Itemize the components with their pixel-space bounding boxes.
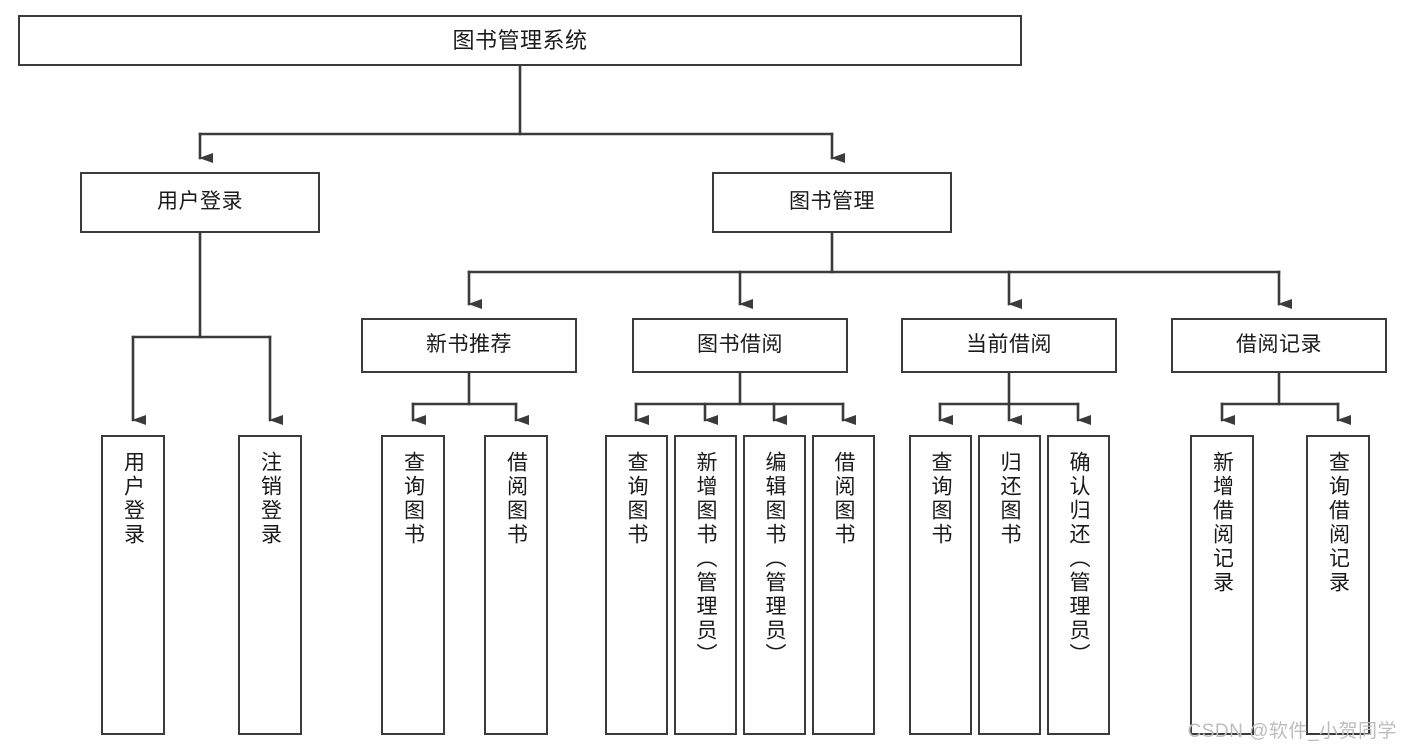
node-leaf-return-book[interactable]: 归还图书 [978, 435, 1041, 735]
csdn-watermark: CSDN @软件_小贺同学 [1187, 721, 1397, 742]
node-user-login-label: 用户登录 [157, 190, 243, 214]
node-new-book-recommend-label: 新书推荐 [426, 333, 512, 357]
node-leaf-confirm-return[interactable]: 确认归还（管理员） [1047, 435, 1110, 735]
node-leaf-confirm-return-label: 确认归还（管理员） [1067, 451, 1090, 667]
node-leaf-borrow-book-1[interactable]: 借阅图书 [484, 435, 548, 735]
node-leaf-add-book-label: 新增图书（管理员） [694, 451, 717, 667]
node-borrow-record-label: 借阅记录 [1236, 333, 1322, 357]
node-book-management-label: 图书管理 [789, 190, 875, 214]
node-leaf-add-record[interactable]: 新增借阅记录 [1190, 435, 1254, 735]
node-book-borrow[interactable]: 图书借阅 [632, 318, 848, 373]
node-leaf-query-record-label: 查询借阅记录 [1326, 451, 1350, 595]
node-leaf-borrow-book-1-label: 借阅图书 [504, 451, 528, 547]
node-root-system-label: 图书管理系统 [452, 27, 588, 53]
node-leaf-query-book-1[interactable]: 查询图书 [381, 435, 445, 735]
node-new-book-recommend[interactable]: 新书推荐 [361, 318, 577, 373]
node-leaf-user-login-label: 用户登录 [121, 451, 145, 547]
node-book-borrow-label: 图书借阅 [697, 333, 783, 357]
node-leaf-query-record[interactable]: 查询借阅记录 [1306, 435, 1370, 735]
node-leaf-user-login[interactable]: 用户登录 [101, 435, 165, 735]
node-leaf-edit-book-label: 编辑图书（管理员） [763, 451, 786, 667]
node-leaf-user-logout-label: 注销登录 [258, 451, 282, 547]
node-leaf-query-book-3[interactable]: 查询图书 [909, 435, 972, 735]
node-borrow-record[interactable]: 借阅记录 [1171, 318, 1387, 373]
node-leaf-query-book-2[interactable]: 查询图书 [605, 435, 668, 735]
node-leaf-edit-book[interactable]: 编辑图书（管理员） [743, 435, 806, 735]
node-current-borrow[interactable]: 当前借阅 [901, 318, 1117, 373]
node-leaf-query-book-2-label: 查询图书 [625, 451, 648, 547]
node-leaf-add-book[interactable]: 新增图书（管理员） [674, 435, 737, 735]
node-leaf-add-record-label: 新增借阅记录 [1210, 451, 1234, 595]
node-current-borrow-label: 当前借阅 [966, 333, 1052, 357]
node-user-login[interactable]: 用户登录 [80, 172, 320, 233]
node-leaf-borrow-book-2-label: 借阅图书 [832, 451, 855, 547]
node-leaf-user-logout[interactable]: 注销登录 [238, 435, 302, 735]
node-book-management[interactable]: 图书管理 [712, 172, 952, 233]
node-leaf-query-book-1-label: 查询图书 [401, 451, 425, 547]
node-leaf-query-book-3-label: 查询图书 [929, 451, 952, 547]
node-leaf-return-book-label: 归还图书 [998, 451, 1021, 547]
node-root-system[interactable]: 图书管理系统 [18, 15, 1022, 66]
node-leaf-borrow-book-2[interactable]: 借阅图书 [812, 435, 875, 735]
